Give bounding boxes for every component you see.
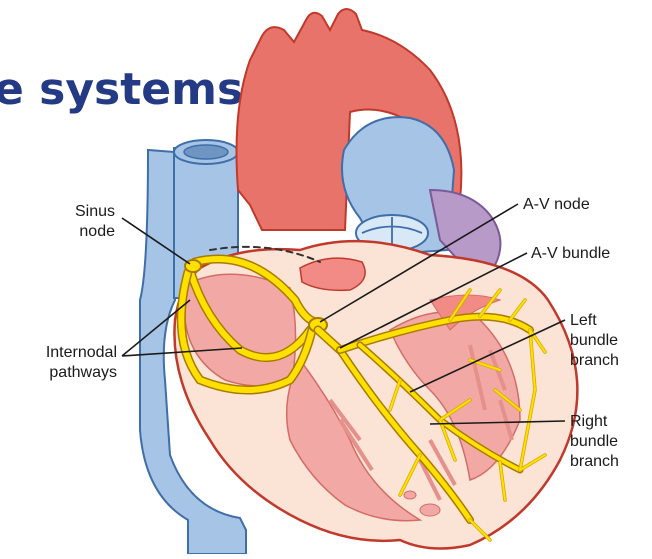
label-left-branch-line1: Left	[570, 312, 597, 329]
label-right-branch-line2: bundle	[570, 433, 618, 450]
label-right-branch-line1: Right	[570, 413, 608, 430]
label-internodal-line2: pathways	[49, 364, 117, 381]
label-sinus-node-line1: Sinus	[75, 203, 115, 220]
label-left-branch-line2: bundle	[570, 332, 618, 349]
label-internodal-line1: Internodal	[46, 344, 117, 361]
pulmonary-artery	[342, 117, 454, 255]
heading-text: e systems:	[0, 64, 261, 115]
label-left-branch-line3: branch	[570, 352, 619, 369]
label-right-branch-line3: branch	[570, 453, 619, 470]
left-atrium	[430, 190, 500, 265]
label-av-node: A-V node	[523, 196, 590, 213]
label-sinus-node-line2: node	[79, 223, 115, 240]
label-av-bundle: A-V bundle	[531, 245, 610, 262]
